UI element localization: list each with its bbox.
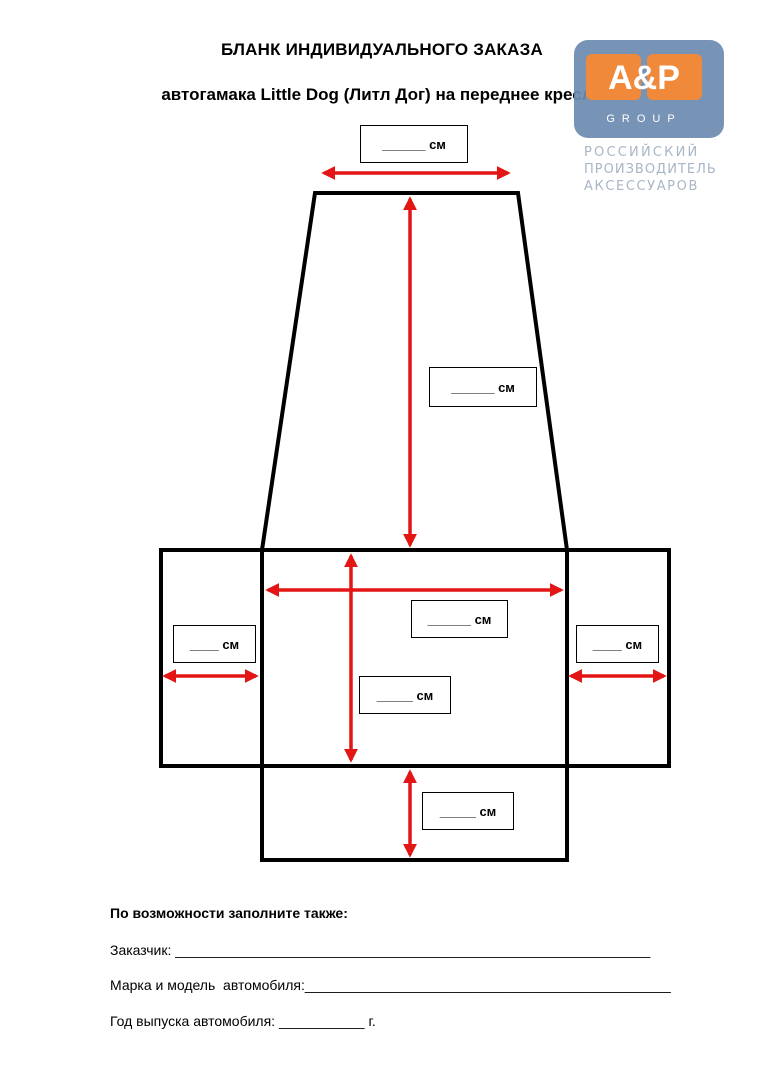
logo-tagline-1: РОССИЙСКИЙ: [584, 144, 699, 160]
additional-info-heading: По возможности заполните также:: [110, 905, 348, 921]
form-title: БЛАНК ИНДИВИДУАЛЬНОГО ЗАКАЗА: [221, 40, 543, 59]
left-flap-field[interactable]: ____ см: [173, 625, 256, 663]
back-height-field[interactable]: ______ см: [429, 367, 537, 407]
form-subtitle: автогамака Little Dog (Литл Дог) на пере…: [161, 85, 603, 104]
logo-mark: A&P: [608, 59, 680, 97]
customer-field[interactable]: Заказчик: ______________________________…: [110, 942, 651, 958]
left-side-flap: [159, 548, 264, 768]
logo-group: GROUP: [606, 113, 681, 125]
car-year-field[interactable]: Год выпуска автомобиля: ___________ г.: [110, 1013, 376, 1029]
right-side-flap: [565, 548, 671, 768]
front-flap: [260, 764, 569, 862]
front-flap-field[interactable]: _____ см: [422, 792, 514, 830]
seat-depth-field[interactable]: _____ см: [359, 676, 451, 714]
logo-tagline-3: АКСЕССУАРОВ: [584, 179, 699, 194]
car-model-field[interactable]: Марка и модель автомобиля:______________…: [110, 977, 671, 993]
hammock-pattern-diagram: [159, 166, 671, 862]
top-width-field[interactable]: ______ см: [360, 125, 468, 163]
right-flap-field[interactable]: ____ см: [576, 625, 659, 663]
seat-width-field[interactable]: ______ см: [411, 600, 508, 638]
logo-tagline-2: ПРОИЗВОДИТЕЛЬ: [584, 162, 717, 177]
seat-panel: [260, 548, 569, 768]
ap-group-logo: A&P GROUP РОССИЙСКИЙ ПРОИЗВОДИТЕЛЬ АКСЕС…: [574, 40, 724, 194]
